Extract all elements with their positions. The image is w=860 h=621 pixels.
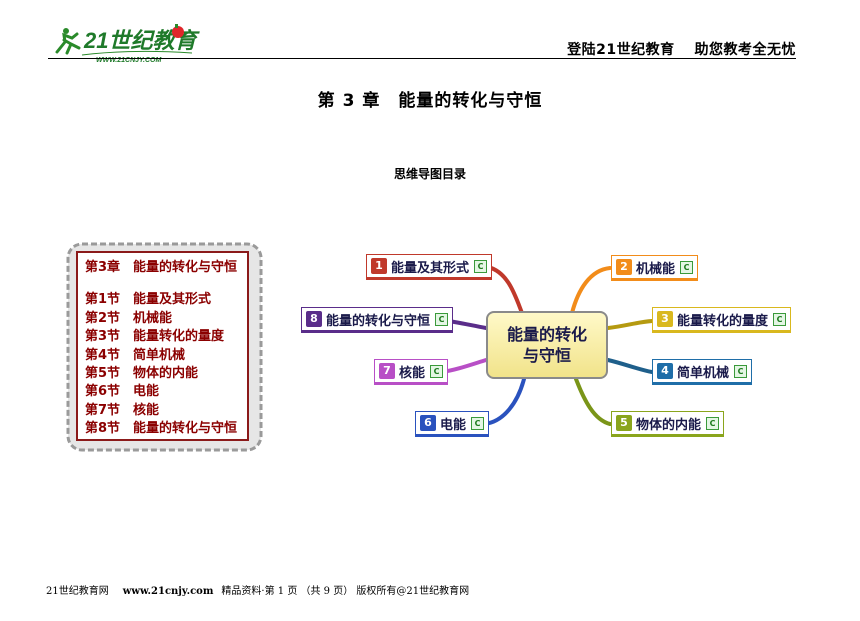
node-number: 8 bbox=[306, 311, 322, 327]
toc-item[interactable]: 第6节电能 bbox=[85, 383, 237, 401]
toc-chapter[interactable]: 第3章 能量的转化与守恒 bbox=[85, 260, 238, 275]
node-number: 6 bbox=[420, 415, 436, 431]
toc-item[interactable]: 第1节能量及其形式 bbox=[85, 291, 237, 309]
note-icon[interactable]: C bbox=[680, 260, 694, 274]
note-icon[interactable]: C bbox=[474, 259, 488, 273]
branch-4-connector bbox=[606, 358, 654, 374]
mindmap-node-2[interactable]: 2 机械能 C bbox=[611, 255, 699, 281]
mindmap-node-7[interactable]: 7 核能 C bbox=[374, 359, 449, 385]
branch-7-connector bbox=[440, 358, 488, 374]
node-label: 电能 bbox=[440, 417, 467, 433]
toc-item[interactable]: 第3节能量转化的量度 bbox=[85, 328, 237, 346]
branch-2-connector bbox=[570, 266, 612, 315]
toc-panel: 第3章 能量的转化与守恒 第1节能量及其形式 第2节机械能 第3节能量转化的量度… bbox=[76, 251, 249, 441]
note-icon[interactable]: C bbox=[435, 312, 449, 326]
node-label: 能量及其形式 bbox=[391, 260, 470, 276]
node-label: 机械能 bbox=[636, 261, 676, 277]
toc-item[interactable]: 第8节能量的转化与守恒 bbox=[85, 420, 237, 438]
toc-item-label: 机械能 bbox=[133, 310, 173, 326]
site-logo[interactable]: 21世纪教育 WWW.21CNJY.COM bbox=[52, 22, 202, 64]
toc-item-num: 第4节 bbox=[85, 347, 121, 363]
node-label: 能量的转化与守恒 bbox=[326, 313, 431, 329]
logo-url: WWW.21CNJY.COM bbox=[96, 57, 162, 64]
toc-item-num: 第2节 bbox=[85, 310, 121, 326]
mindmap-node-4[interactable]: 4 简单机械 C bbox=[652, 359, 753, 385]
toc-item-label: 电能 bbox=[133, 384, 160, 400]
page-title: 第 3 章 能量的转化与守恒 bbox=[317, 91, 543, 111]
toc-item[interactable]: 第5节物体的内能 bbox=[85, 365, 237, 383]
mindmap-node-3[interactable]: 3 能量转化的量度 C bbox=[652, 307, 792, 333]
mindmap-node-8[interactable]: 8 能量的转化与守恒 C bbox=[301, 307, 454, 333]
branch-3-connector bbox=[606, 319, 654, 330]
node-label: 简单机械 bbox=[677, 365, 730, 381]
toc-item[interactable]: 第4节简单机械 bbox=[85, 347, 237, 365]
toc-item-num: 第6节 bbox=[85, 384, 121, 400]
toc-box: 第3章 能量的转化与守恒 第1节能量及其形式 第2节机械能 第3节能量转化的量度… bbox=[62, 238, 267, 456]
note-icon[interactable]: C bbox=[773, 312, 787, 326]
node-label: 核能 bbox=[399, 365, 426, 381]
note-icon[interactable]: C bbox=[471, 416, 485, 430]
footer-site-link[interactable]: www.21cnjy.com bbox=[122, 586, 214, 597]
node-number: 1 bbox=[371, 258, 387, 274]
footer-brand: 21世纪教育网 bbox=[46, 586, 109, 597]
toc-item-label: 物体的内能 bbox=[133, 365, 199, 381]
toc-item-label: 能量的转化与守恒 bbox=[133, 421, 238, 437]
note-icon[interactable]: C bbox=[706, 416, 720, 430]
toc-item-num: 第8节 bbox=[85, 421, 121, 437]
mindmap-node-1[interactable]: 1 能量及其形式 C bbox=[366, 254, 493, 280]
note-icon[interactable]: C bbox=[430, 364, 444, 378]
branch-5-connector bbox=[574, 377, 612, 426]
toc-item-num: 第1节 bbox=[85, 292, 121, 308]
node-number: 2 bbox=[616, 259, 632, 275]
toc-item-label: 核能 bbox=[133, 402, 160, 418]
runner-icon bbox=[55, 28, 81, 55]
branch-1-connector bbox=[486, 265, 524, 315]
node-number: 3 bbox=[657, 311, 673, 327]
toc-item-label: 简单机械 bbox=[133, 347, 186, 363]
toc-list: 第3章 能量的转化与守恒 第1节能量及其形式 第2节机械能 第3节能量转化的量度… bbox=[85, 259, 237, 439]
toc-item-label: 能量转化的量度 bbox=[133, 329, 225, 345]
toc-item-num: 第3节 bbox=[85, 329, 121, 345]
node-label: 能量转化的量度 bbox=[677, 313, 769, 329]
header-tagline: 登陆21世纪教育 助您教考全无忧 bbox=[567, 42, 796, 58]
toc-item-num: 第5节 bbox=[85, 365, 121, 381]
branch-6-connector bbox=[482, 377, 526, 426]
note-icon[interactable]: C bbox=[734, 364, 748, 378]
node-number: 7 bbox=[379, 363, 395, 379]
mindmap-node-5[interactable]: 5 物体的内能 C bbox=[611, 411, 725, 437]
toc-item-num: 第7节 bbox=[85, 402, 121, 418]
toc-item[interactable]: 第2节机械能 bbox=[85, 310, 237, 328]
mindmap-center[interactable]: 能量的转化 与守恒 bbox=[486, 311, 608, 379]
toc-item-label: 能量及其形式 bbox=[133, 292, 212, 308]
node-number: 4 bbox=[657, 363, 673, 379]
node-label: 物体的内能 bbox=[636, 417, 702, 433]
node-number: 5 bbox=[616, 415, 632, 431]
page-subtitle: 思维导图目录 bbox=[393, 167, 466, 181]
apple-icon bbox=[172, 26, 184, 38]
footer-text: 精品资料·第 1 页 （共 9 页） 版权所有@21世纪教育网 bbox=[221, 586, 470, 597]
header-divider bbox=[48, 58, 796, 59]
page-footer: 21世纪教育网 www.21cnjy.com 精品资料·第 1 页 （共 9 页） … bbox=[46, 582, 469, 597]
toc-item[interactable]: 第7节核能 bbox=[85, 402, 237, 420]
mindmap-node-6[interactable]: 6 电能 C bbox=[415, 411, 490, 437]
